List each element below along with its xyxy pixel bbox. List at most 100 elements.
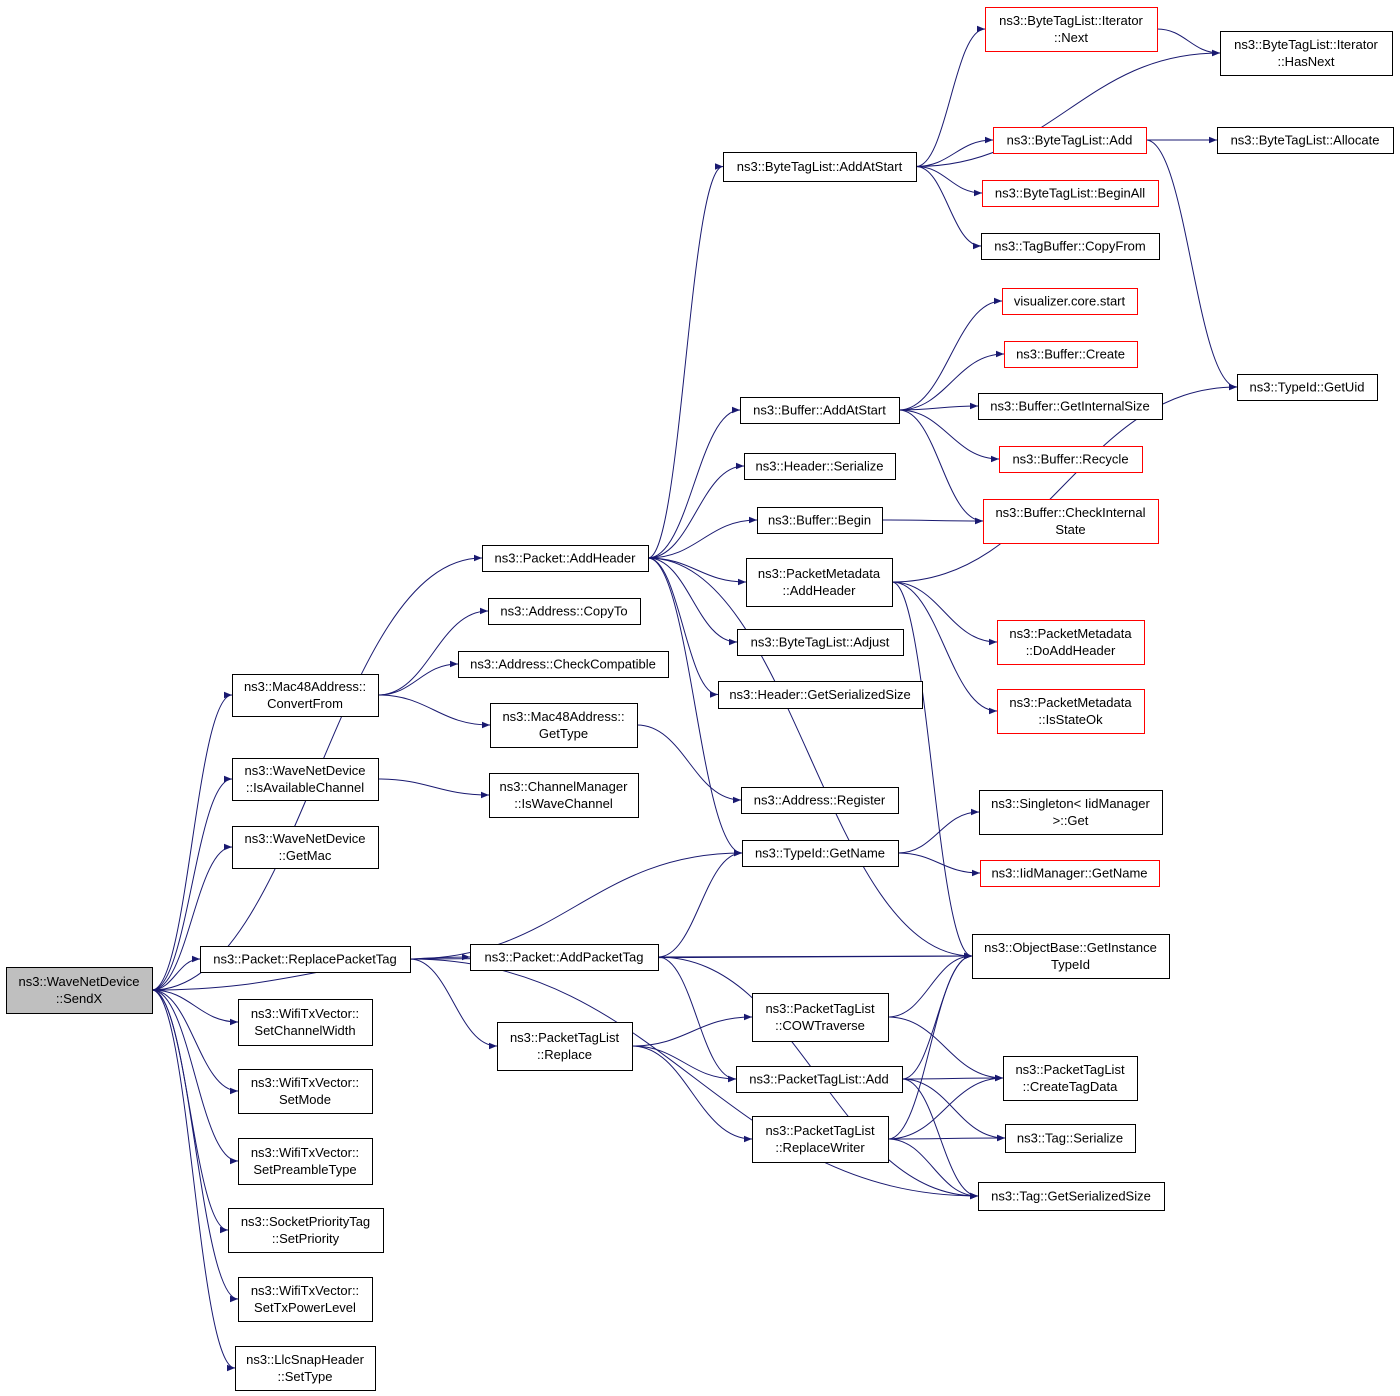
node-btladjust[interactable]: ns3::ByteTagList::Adjust bbox=[737, 629, 904, 656]
node-label: ns3::Singleton< IidManager bbox=[991, 796, 1150, 811]
node-label: ns3::Buffer::Recycle bbox=[1012, 452, 1128, 467]
node-label: State bbox=[1055, 522, 1085, 537]
node-box bbox=[238, 1069, 373, 1114]
node-label: ::ReplaceWriter bbox=[775, 1140, 865, 1155]
node-setmode[interactable]: ns3::WifiTxVector::SetMode bbox=[238, 1069, 373, 1114]
node-bufrecycle[interactable]: ns3::Buffer::Recycle bbox=[999, 446, 1143, 473]
node-box bbox=[238, 1277, 373, 1322]
node-ptladd[interactable]: ns3::PacketTagList::Add bbox=[736, 1066, 903, 1093]
node-box bbox=[993, 127, 1147, 154]
node-label: ns3::Packet::AddHeader bbox=[495, 551, 637, 566]
node-headerserialize[interactable]: ns3::Header::Serialize bbox=[744, 453, 896, 480]
node-copyto[interactable]: ns3::Address::CopyTo bbox=[488, 598, 641, 625]
node-btladd[interactable]: ns3::ByteTagList::Add bbox=[993, 127, 1147, 154]
node-label: SetMode bbox=[279, 1092, 331, 1107]
node-label: ns3::WaveNetDevice bbox=[245, 831, 366, 846]
node-btlbeginall[interactable]: ns3::ByteTagList::BeginAll bbox=[982, 180, 1159, 207]
node-label: ns3::ByteTagList::AddAtStart bbox=[737, 159, 903, 174]
node-label: ns3::Address::CheckCompatible bbox=[470, 657, 656, 672]
node-label: ns3::PacketMetadata bbox=[1009, 626, 1132, 641]
node-pmaddheader[interactable]: ns3::PacketMetadata::AddHeader bbox=[746, 558, 893, 607]
node-addpackettag[interactable]: ns3::Packet::AddPacketTag bbox=[470, 944, 659, 971]
node-headergetsersize[interactable]: ns3::Header::GetSerializedSize bbox=[718, 681, 923, 709]
node-ptlreplace[interactable]: ns3::PacketTagList::Replace bbox=[497, 1022, 633, 1071]
node-setpriority[interactable]: ns3::SocketPriorityTag::SetPriority bbox=[228, 1208, 384, 1253]
node-getmac[interactable]: ns3::WaveNetDevice::GetMac bbox=[232, 826, 379, 869]
node-label: ::GetMac bbox=[279, 848, 332, 863]
node-label: ns3::WaveNetDevice bbox=[19, 974, 140, 989]
node-cowtraverse[interactable]: ns3::PacketTagList::COWTraverse bbox=[752, 993, 889, 1042]
node-addheader[interactable]: ns3::Packet::AddHeader bbox=[482, 545, 649, 572]
node-checkcompat[interactable]: ns3::Address::CheckCompatible bbox=[458, 651, 669, 678]
edge-convertfrom-to-gettype bbox=[377, 694, 491, 729]
edge-replacewriter-to-getinstancetypeid bbox=[887, 952, 973, 1140]
node-taggetsersize[interactable]: ns3::Tag::GetSerializedSize bbox=[978, 1182, 1165, 1211]
node-isavail[interactable]: ns3::WaveNetDevice::IsAvailableChannel bbox=[232, 758, 379, 801]
node-bufaddatstart[interactable]: ns3::Buffer::AddAtStart bbox=[740, 397, 900, 424]
node-box bbox=[238, 999, 373, 1046]
edge-replacewriter-to-tagserialize bbox=[887, 1134, 1006, 1142]
node-label: SetTxPowerLevel bbox=[254, 1300, 356, 1315]
node-label: ns3::PacketTagList bbox=[510, 1030, 620, 1045]
node-label: ns3::ByteTagList::Add bbox=[1007, 133, 1133, 148]
edge-cowtraverse-to-getinstancetypeid bbox=[887, 952, 973, 1018]
node-box bbox=[232, 826, 379, 869]
node-pmdoaddheader[interactable]: ns3::PacketMetadata::DoAddHeader bbox=[997, 620, 1145, 665]
node-box bbox=[978, 1182, 1165, 1211]
node-bufgetinternal[interactable]: ns3::Buffer::GetInternalSize bbox=[978, 393, 1163, 420]
node-box bbox=[232, 674, 379, 717]
edge-ptladd-to-taggetsersize bbox=[901, 1078, 979, 1200]
node-box bbox=[458, 651, 669, 678]
edge-sendx-to-replacepackettag bbox=[151, 955, 201, 991]
node-label: ns3::LlcSnapHeader bbox=[246, 1352, 364, 1367]
node-label: ns3::ByteTagList::Adjust bbox=[751, 635, 890, 650]
node-bufbegin[interactable]: ns3::Buffer::Begin bbox=[757, 507, 883, 534]
edge-gettype-to-register bbox=[636, 724, 742, 804]
node-register[interactable]: ns3::Address::Register bbox=[741, 787, 899, 814]
node-box bbox=[1005, 1124, 1136, 1153]
node-box bbox=[6, 967, 153, 1014]
edge-ptladd-to-tagserialize bbox=[901, 1078, 1006, 1142]
node-createtagdata[interactable]: ns3::PacketTagList::CreateTagData bbox=[1003, 1056, 1138, 1101]
node-setchannelwidth[interactable]: ns3::WifiTxVector::SetChannelWidth bbox=[238, 999, 373, 1046]
node-box bbox=[718, 681, 923, 709]
node-label: ns3::WifiTxVector:: bbox=[251, 1283, 359, 1298]
node-pmisstateok[interactable]: ns3::PacketMetadata::IsStateOk bbox=[997, 689, 1145, 734]
node-itnexthas[interactable]: ns3::ByteTagList::Iterator::HasNext bbox=[1220, 31, 1393, 76]
node-settype[interactable]: ns3::LlcSnapHeader::SetType bbox=[235, 1346, 376, 1391]
node-replacewriter[interactable]: ns3::PacketTagList::ReplaceWriter bbox=[752, 1116, 889, 1163]
node-setpreamble[interactable]: ns3::WifiTxVector::SetPreambleType bbox=[238, 1138, 373, 1185]
node-box bbox=[752, 993, 889, 1042]
edge-sendx-to-settxpower bbox=[151, 989, 239, 1303]
node-btladdatstart[interactable]: ns3::ByteTagList::AddAtStart bbox=[723, 152, 917, 182]
node-settxpower[interactable]: ns3::WifiTxVector::SetTxPowerLevel bbox=[238, 1277, 373, 1322]
edge-btladdatstart-to-tagbufcopyfrom bbox=[915, 166, 982, 250]
node-box bbox=[497, 1022, 633, 1071]
node-typeidgetname[interactable]: ns3::TypeId::GetName bbox=[742, 840, 899, 867]
node-label: ::Replace bbox=[537, 1047, 592, 1062]
node-singletonget[interactable]: ns3::Singleton< IidManager>::Get bbox=[979, 790, 1163, 835]
node-sendx[interactable]: ns3::WaveNetDevice::SendX bbox=[6, 967, 153, 1014]
node-label: ::SetPriority bbox=[272, 1231, 340, 1246]
node-box bbox=[736, 1066, 903, 1093]
node-replacepackettag[interactable]: ns3::Packet::ReplacePacketTag bbox=[200, 946, 411, 973]
edge-addpackettag-to-ptladd bbox=[657, 956, 737, 1083]
node-iswavechannel[interactable]: ns3::ChannelManager::IsWaveChannel bbox=[489, 773, 639, 818]
node-label: ns3::Buffer::AddAtStart bbox=[753, 403, 886, 418]
node-vizstart[interactable]: visualizer.core.start bbox=[1002, 288, 1138, 315]
node-gettype[interactable]: ns3::Mac48Address::GetType bbox=[490, 703, 638, 748]
node-tagserialize[interactable]: ns3::Tag::Serialize bbox=[1005, 1124, 1136, 1153]
node-itnext[interactable]: ns3::ByteTagList::Iterator::Next bbox=[985, 7, 1158, 52]
node-tagbufcopyfrom[interactable]: ns3::TagBuffer::CopyFrom bbox=[981, 233, 1160, 260]
node-box bbox=[723, 152, 917, 182]
edge-ptladd-to-createtagdata bbox=[901, 1074, 1004, 1082]
edges-layer bbox=[151, 25, 1238, 1372]
node-btlallocate[interactable]: ns3::ByteTagList::Allocate bbox=[1217, 127, 1394, 154]
node-iidgetname[interactable]: ns3::IidManager::GetName bbox=[980, 860, 1160, 887]
node-bufcreate[interactable]: ns3::Buffer::Create bbox=[1004, 341, 1138, 368]
node-typeidgetuid[interactable]: ns3::TypeId::GetUid bbox=[1237, 374, 1378, 401]
node-convertfrom[interactable]: ns3::Mac48Address::ConvertFrom bbox=[232, 674, 379, 717]
node-box bbox=[1237, 374, 1378, 401]
